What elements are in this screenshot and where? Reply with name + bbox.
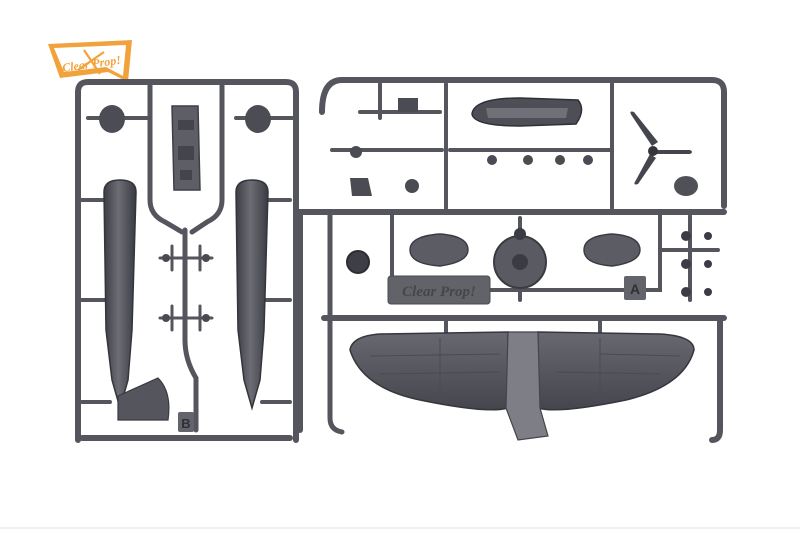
- part-spinner: [674, 176, 698, 196]
- part-stabilizer-right: [583, 233, 641, 267]
- molded-brand-plate: [387, 275, 491, 305]
- sprue-b-center-runner: [182, 227, 199, 433]
- part-fuselage-half-left: [103, 179, 137, 411]
- sprue-b-parts: B: [99, 105, 271, 432]
- part-fuselage-half-right: [235, 179, 269, 411]
- part-stabilizer-left: [409, 233, 469, 267]
- part-wing-center-section: [505, 331, 549, 441]
- sprue-a-top-frame: [319, 77, 727, 209]
- part-wing-left: [349, 331, 509, 411]
- sprue-a-lower-frame: [297, 209, 727, 443]
- sprue-a-parts: Clear Prop! A: [346, 97, 712, 441]
- sprue-a-letter: A: [630, 281, 640, 297]
- part-tail-fin: [117, 377, 170, 421]
- sprue-b-frame: [75, 79, 299, 443]
- sprue-b-letter-tab: [178, 412, 194, 432]
- sprue-b-letter: B: [181, 416, 190, 431]
- part-small-pod-right: [245, 105, 271, 133]
- part-wing-right: [537, 331, 695, 411]
- sprue-a-letter-tab: [624, 276, 646, 300]
- clear-prop-logo: Clear Prop!: [48, 40, 132, 82]
- part-propeller: [630, 111, 692, 185]
- molded-brand-text: Clear Prop!: [402, 284, 476, 300]
- part-small-pod-left: [99, 105, 125, 133]
- logo-propeller-icon: [77, 49, 105, 75]
- part-engine-face: [346, 250, 370, 274]
